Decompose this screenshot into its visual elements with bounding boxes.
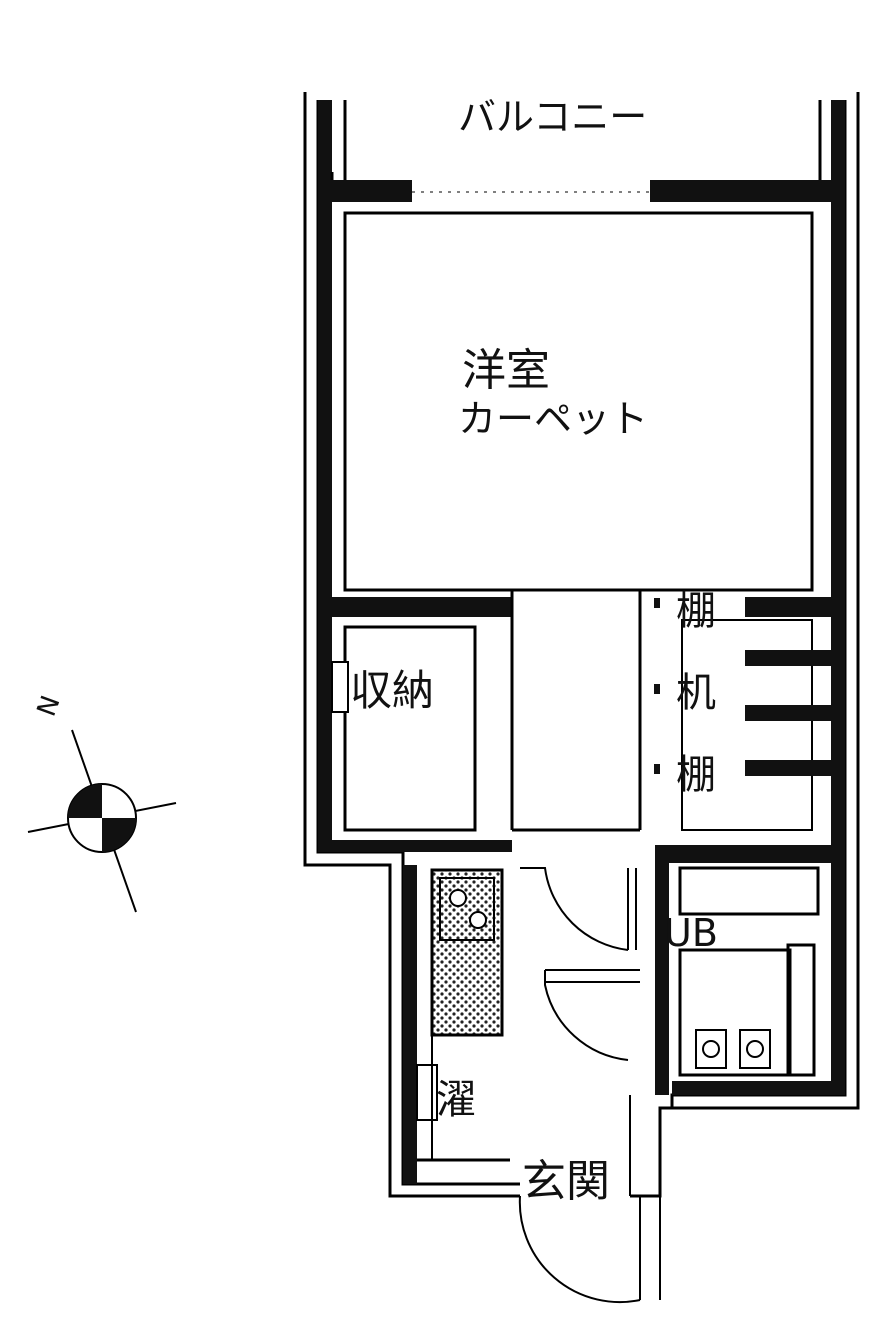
shelf-desk-column bbox=[654, 598, 831, 831]
western-room-label: 洋室 bbox=[462, 345, 550, 396]
shelf-bottom-label: 棚 bbox=[676, 752, 716, 798]
doors bbox=[518, 867, 661, 1303]
balcony-partition bbox=[330, 100, 831, 202]
balcony-label: バルコニー bbox=[458, 95, 647, 139]
compass: N bbox=[27, 692, 177, 913]
outer-wall bbox=[303, 92, 860, 1198]
desk-label: 机 bbox=[676, 670, 716, 716]
compass-north-label: N bbox=[32, 692, 67, 721]
kitchen-counter bbox=[430, 868, 504, 1037]
storage-closet bbox=[331, 625, 512, 852]
unit-bath-label: UB bbox=[664, 911, 718, 955]
laundry-area bbox=[416, 1035, 510, 1162]
carpet-label: カーペット bbox=[458, 397, 648, 441]
storage-label: 収納 bbox=[350, 666, 434, 715]
laundry-label: 濯 bbox=[436, 1077, 476, 1123]
room-lower-wall bbox=[332, 590, 831, 832]
entrance-label: 玄関 bbox=[522, 1156, 610, 1207]
unit-bath bbox=[655, 845, 845, 1095]
shelf-top-label: 棚 bbox=[676, 588, 716, 634]
wall-fill bbox=[318, 100, 845, 1184]
western-room bbox=[343, 211, 814, 592]
